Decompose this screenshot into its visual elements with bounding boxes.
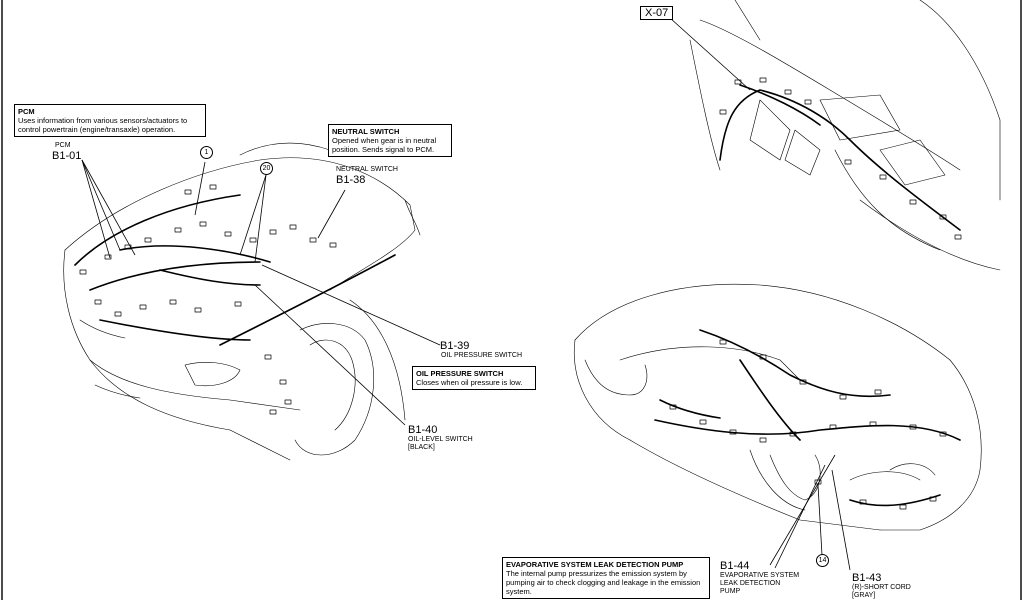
short-cord-connector-code: B1-43	[852, 572, 882, 584]
front-harness	[74, 194, 396, 346]
neutral-switch-small-label: NEUTRAL SWITCH	[336, 166, 398, 173]
oil-pressure-switch-description: Closes when oil pressure is low.	[416, 378, 523, 387]
leader-lines	[81, 17, 851, 571]
evap-pump-description: The internal pump pressurizes the emissi…	[506, 569, 701, 596]
pcm-title: PCM	[18, 107, 35, 116]
front-harness-connectors	[79, 184, 337, 415]
pcm-info-box: PCM Uses information from various sensor…	[14, 104, 206, 137]
neutral-switch-description: Opened when gear is in neutral position.…	[332, 136, 437, 154]
oil-pressure-switch-connector-code: B1-39	[440, 340, 470, 352]
callout-1: 1	[200, 146, 213, 159]
front-car-outline	[63, 142, 421, 461]
oil-level-switch-connector-code: B1-40	[408, 424, 438, 436]
oil-pressure-switch-title: OIL PRESSURE SWITCH	[416, 369, 504, 378]
pcm-description: Uses information from various sensors/ac…	[18, 116, 188, 134]
oil-level-switch-small-label: OIL-LEVEL SWITCH	[408, 436, 473, 443]
dash-connector-code: X-07	[640, 6, 674, 20]
callout-14: 14	[816, 554, 829, 567]
short-cord-color-label: [GRAY]	[852, 592, 876, 599]
evap-pump-info-box: EVAPORATIVE SYSTEM LEAK DETECTION PUMP T…	[502, 557, 710, 599]
neutral-switch-title: NEUTRAL SWITCH	[332, 127, 400, 136]
evap-pump-title: EVAPORATIVE SYSTEM LEAK DETECTION PUMP	[506, 560, 684, 569]
neutral-switch-connector-code: B1-38	[336, 174, 366, 186]
callout-20: 20	[260, 162, 273, 175]
neutral-switch-info-box: NEUTRAL SWITCH Opened when gear is in ne…	[328, 124, 452, 157]
pcm-small-label: PCM	[55, 142, 71, 149]
rear-car-outline	[573, 284, 982, 531]
evap-pump-small-label-3: PUMP	[720, 588, 741, 595]
oil-level-switch-color-label: [BLACK]	[408, 444, 435, 451]
rear-harness	[654, 329, 961, 507]
pcm-connector-code: B1-01	[52, 150, 82, 162]
evap-pump-connector-code: B1-44	[720, 560, 750, 572]
dashboard-harness	[719, 84, 961, 231]
evap-pump-small-label-2: LEAK DETECTION	[720, 580, 781, 587]
short-cord-small-label: (R)-SHORT CORD	[852, 584, 911, 591]
evap-pump-small-label-1: EVAPORATIVE SYSTEM	[720, 572, 800, 579]
dashboard-outline	[689, 0, 1001, 271]
oil-pressure-switch-info-box: OIL PRESSURE SWITCH Closes when oil pres…	[412, 366, 536, 390]
oil-pressure-switch-small-label: OIL PRESSURE SWITCH	[441, 352, 523, 359]
